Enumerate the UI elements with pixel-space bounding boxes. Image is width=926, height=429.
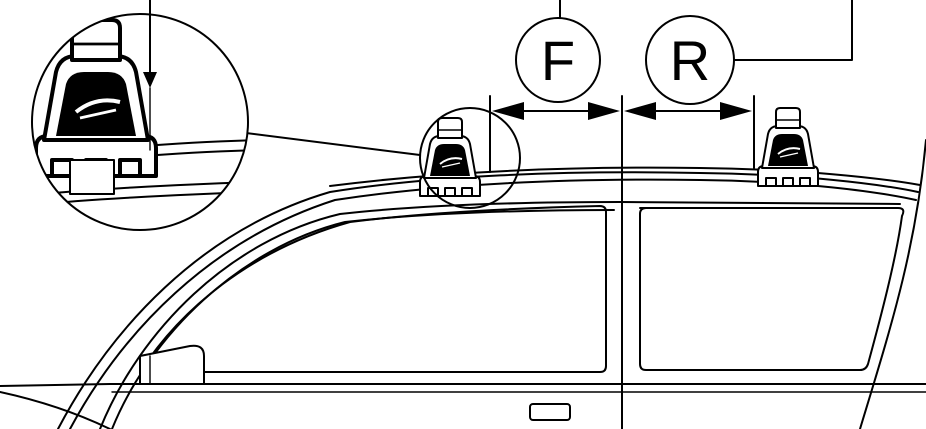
magnifier-circle [31,13,249,231]
door-handle [529,403,571,421]
roof-rail-line [329,166,921,187]
rear-roof-foot-icon [757,107,819,187]
belt-line [0,383,926,387]
hood-line [0,391,111,429]
car-body [0,95,926,429]
dimension-markers: F R [489,0,853,173]
side-mirror [139,344,205,385]
front-window [139,205,607,373]
rear-window [639,207,905,371]
rear-label-circle [645,15,735,105]
rear-label: R [670,29,710,92]
frame-edge-arc [859,139,926,429]
detail-leader-line [237,131,421,156]
magnified-detail [31,0,249,231]
front-label-circle [515,17,601,103]
door-frame-inner [111,209,615,429]
door-frame-outer [99,201,901,429]
front-label: F [541,29,575,92]
detail-highlight-circle [419,107,521,209]
